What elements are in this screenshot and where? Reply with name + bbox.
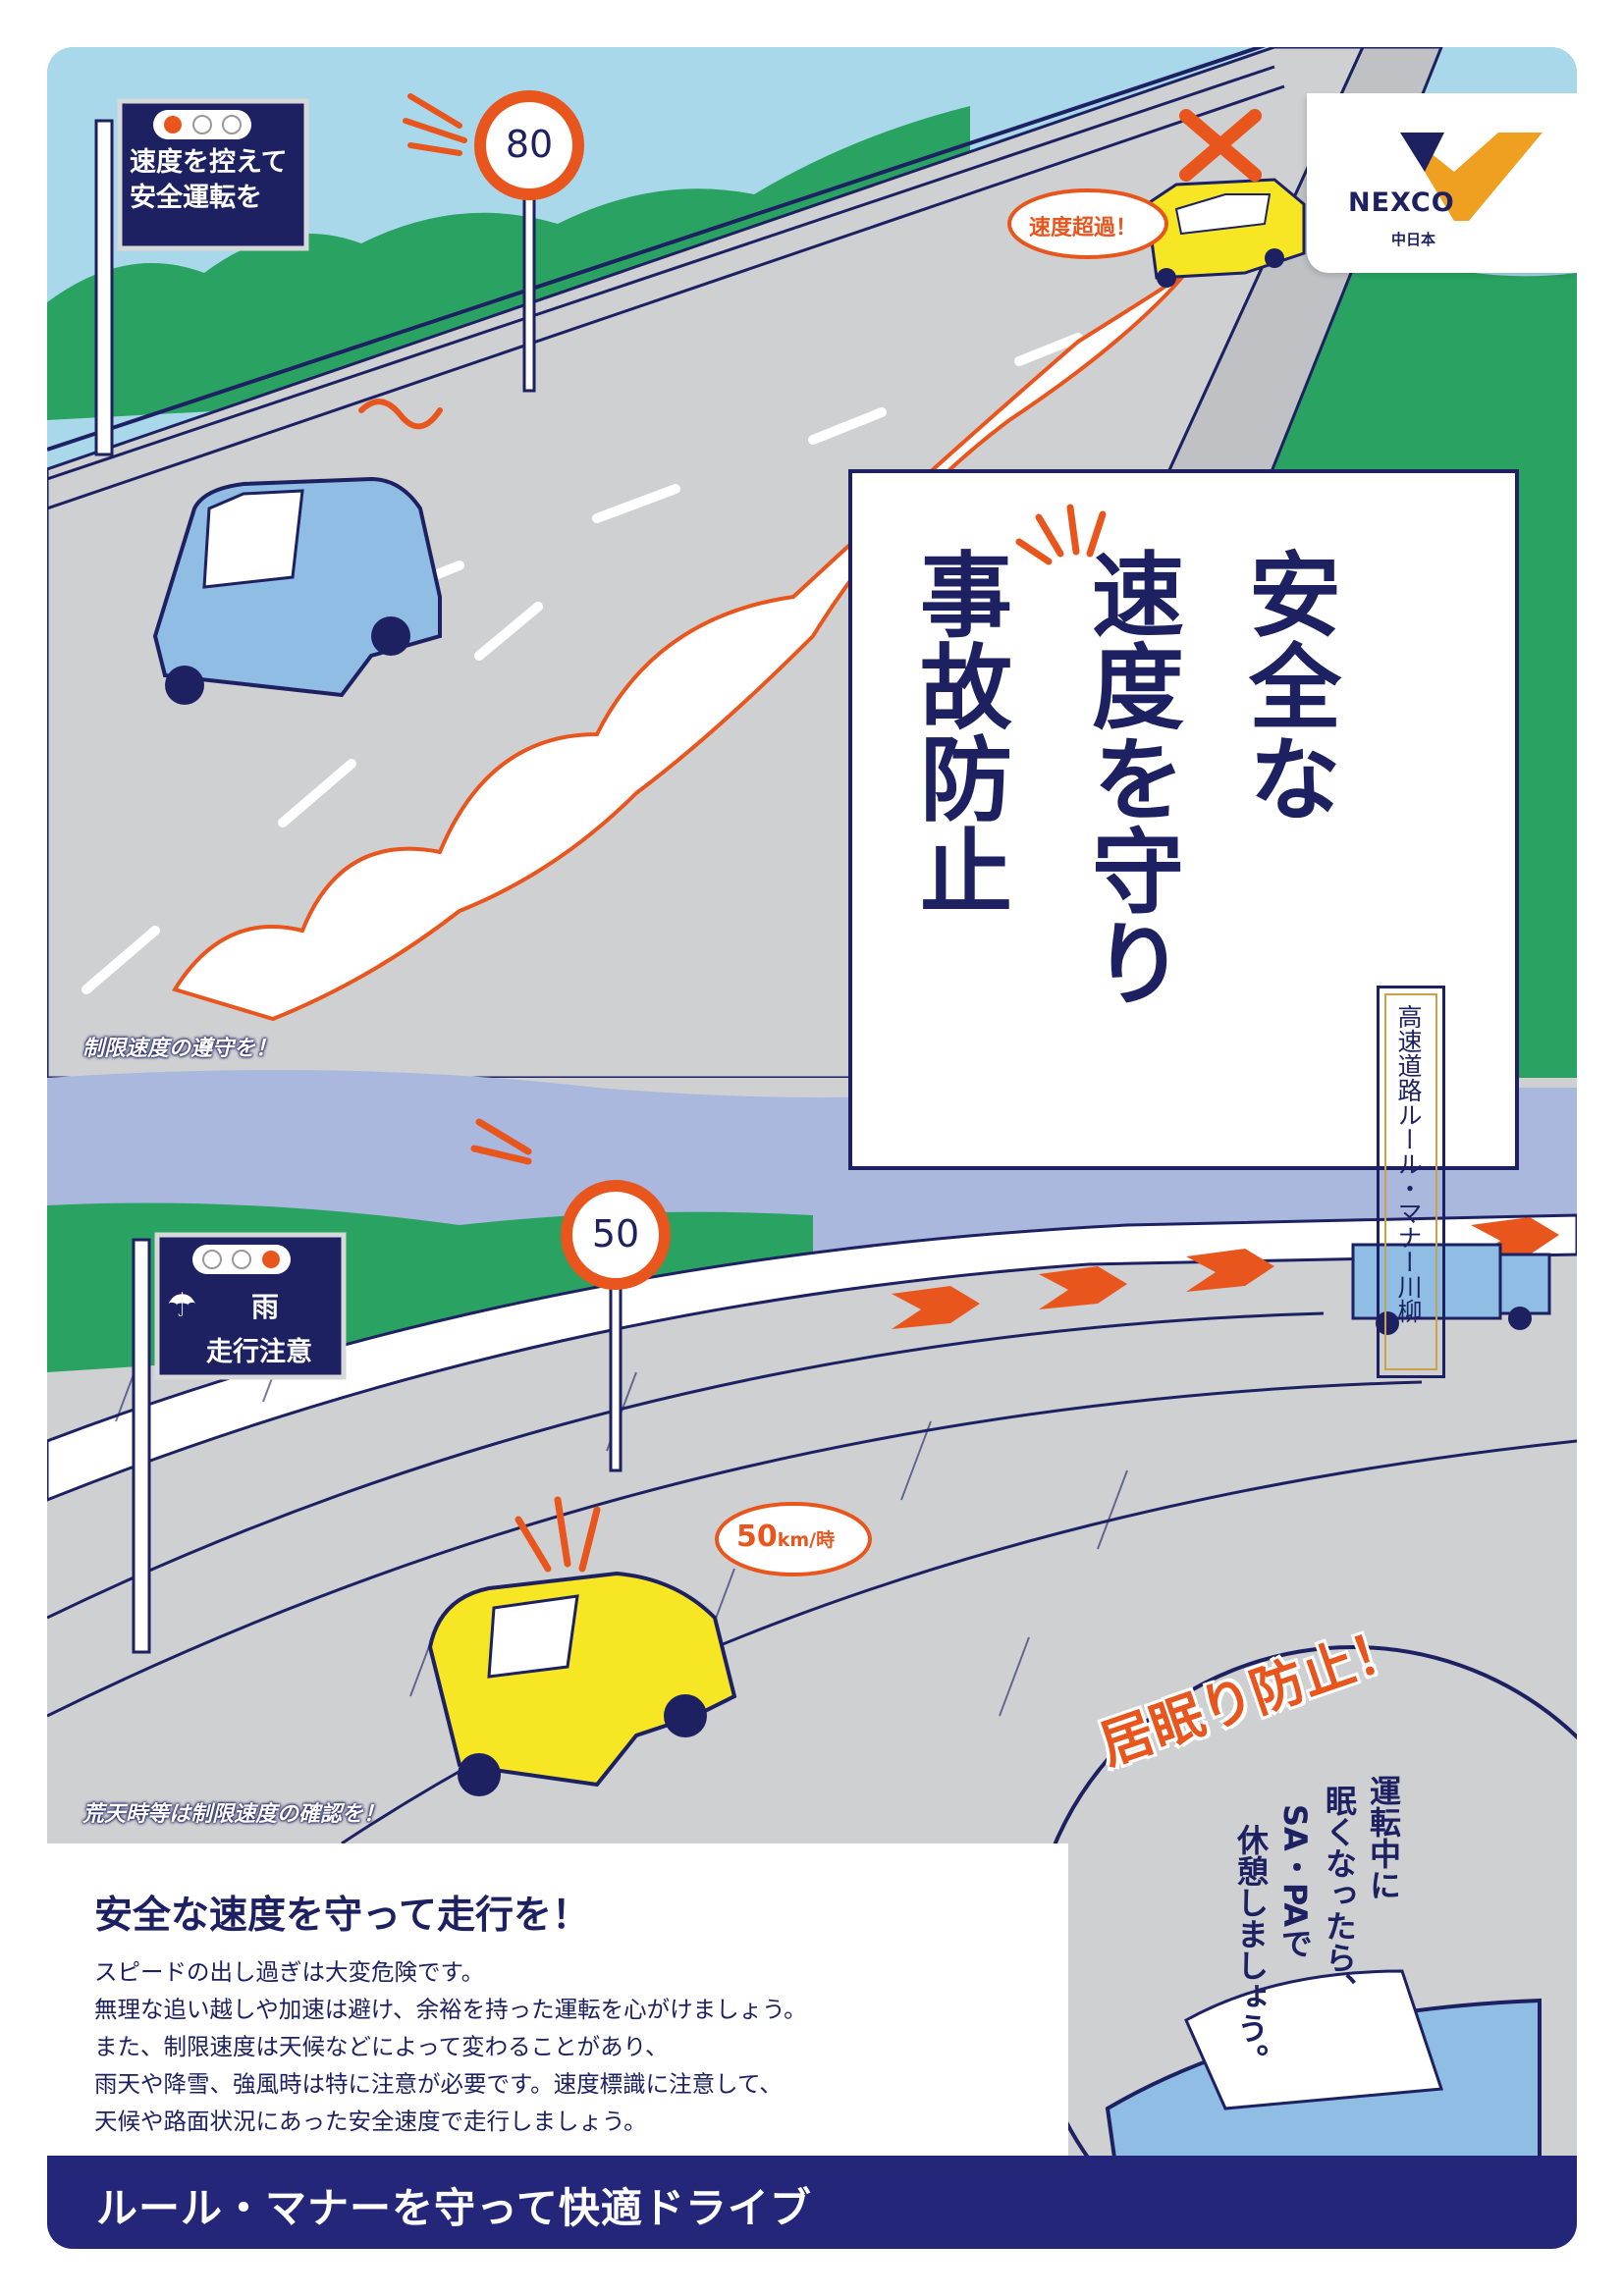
drowsy-line-4: 休憩しましょう。 xyxy=(1232,1824,1270,2075)
sign-line-2: 安全運転を xyxy=(130,183,262,213)
nexco-logo: NEXCO 中日本 xyxy=(1307,93,1577,273)
senryu-label: 高速道路ルール・マナー川柳 xyxy=(1377,986,1445,1378)
sign-caution: 走行注意 xyxy=(206,1337,312,1367)
panel-heading: 安全な速度を守って走行を！ xyxy=(94,1894,591,1938)
panel-body-line: スピードの出し過ぎは大変危険です。 xyxy=(94,1958,485,1986)
title-line-3: 事故防止 xyxy=(904,547,1011,916)
footer-bar: ルール・マナーを守って快適ドライブ xyxy=(47,2156,1577,2249)
blue-car-top xyxy=(152,476,442,705)
speed-limit-80: 80 xyxy=(505,123,554,166)
speed-over-bubble: 速度超過！ xyxy=(1029,216,1138,240)
bubble-number: 50 xyxy=(736,1520,778,1554)
panel-body-line: 無理な追い越しや加速は避け、余裕を持った運転を心がけましょう。 xyxy=(94,1996,807,2023)
title-alert-icon xyxy=(1015,504,1107,565)
overhead-sign-top: 速度を控えて 安全運転を xyxy=(130,145,288,216)
sign-line-1: 速度を控えて xyxy=(130,147,288,178)
poster: NEXCO 中日本 速度を控えて 安全運転を 80 速度超過！ 制限速度の遵守を… xyxy=(47,47,1577,2249)
logo-brand: NEXCO xyxy=(1348,187,1455,218)
footer-slogan: ルール・マナーを守って快適ドライブ xyxy=(96,2184,812,2232)
umbrella-icon: ☂ xyxy=(167,1286,197,1325)
speed-bubble-50: 50km/時 xyxy=(736,1520,835,1554)
bubble-unit: km/時 xyxy=(777,1529,836,1551)
drowsy-line-1: 運転中に xyxy=(1365,1775,1402,1900)
title-box: 安全な 速度を守り 事故防止 高速道路ルール・マナー川柳 xyxy=(848,469,1519,1378)
logo-region: 中日本 xyxy=(1391,231,1436,248)
speed-limit-50: 50 xyxy=(591,1212,640,1255)
nexco-logo-mark xyxy=(1400,133,1543,221)
drowsy-line-3: SA・PAで xyxy=(1276,1804,1314,1959)
panel-body-line: 天候や路面状況にあった安全速度で走行しましょう。 xyxy=(94,2108,647,2135)
caption-top: 制限速度の遵守を！ xyxy=(82,1037,278,1061)
caption-bottom: 荒天時等は制限速度の確認を！ xyxy=(82,1802,386,1827)
title-line-2: 速度を守り xyxy=(1076,547,1183,1008)
senryu-label-text: 高速道路ルール・マナー川柳 xyxy=(1394,1004,1423,1323)
panel-body-line: また、制限速度は天候などによって変わることがあり、 xyxy=(94,2033,669,2060)
title-line-1: 安全な xyxy=(1233,547,1340,824)
sign-weather: 雨 xyxy=(251,1291,280,1323)
drowsy-line-2: 眠くなったら、 xyxy=(1321,1785,1358,2004)
senryu-frame xyxy=(1384,993,1437,1370)
panel-body-line: 雨天や降雪、強風時は特に注意が必要です。速度標識に注意して、 xyxy=(94,2070,783,2098)
